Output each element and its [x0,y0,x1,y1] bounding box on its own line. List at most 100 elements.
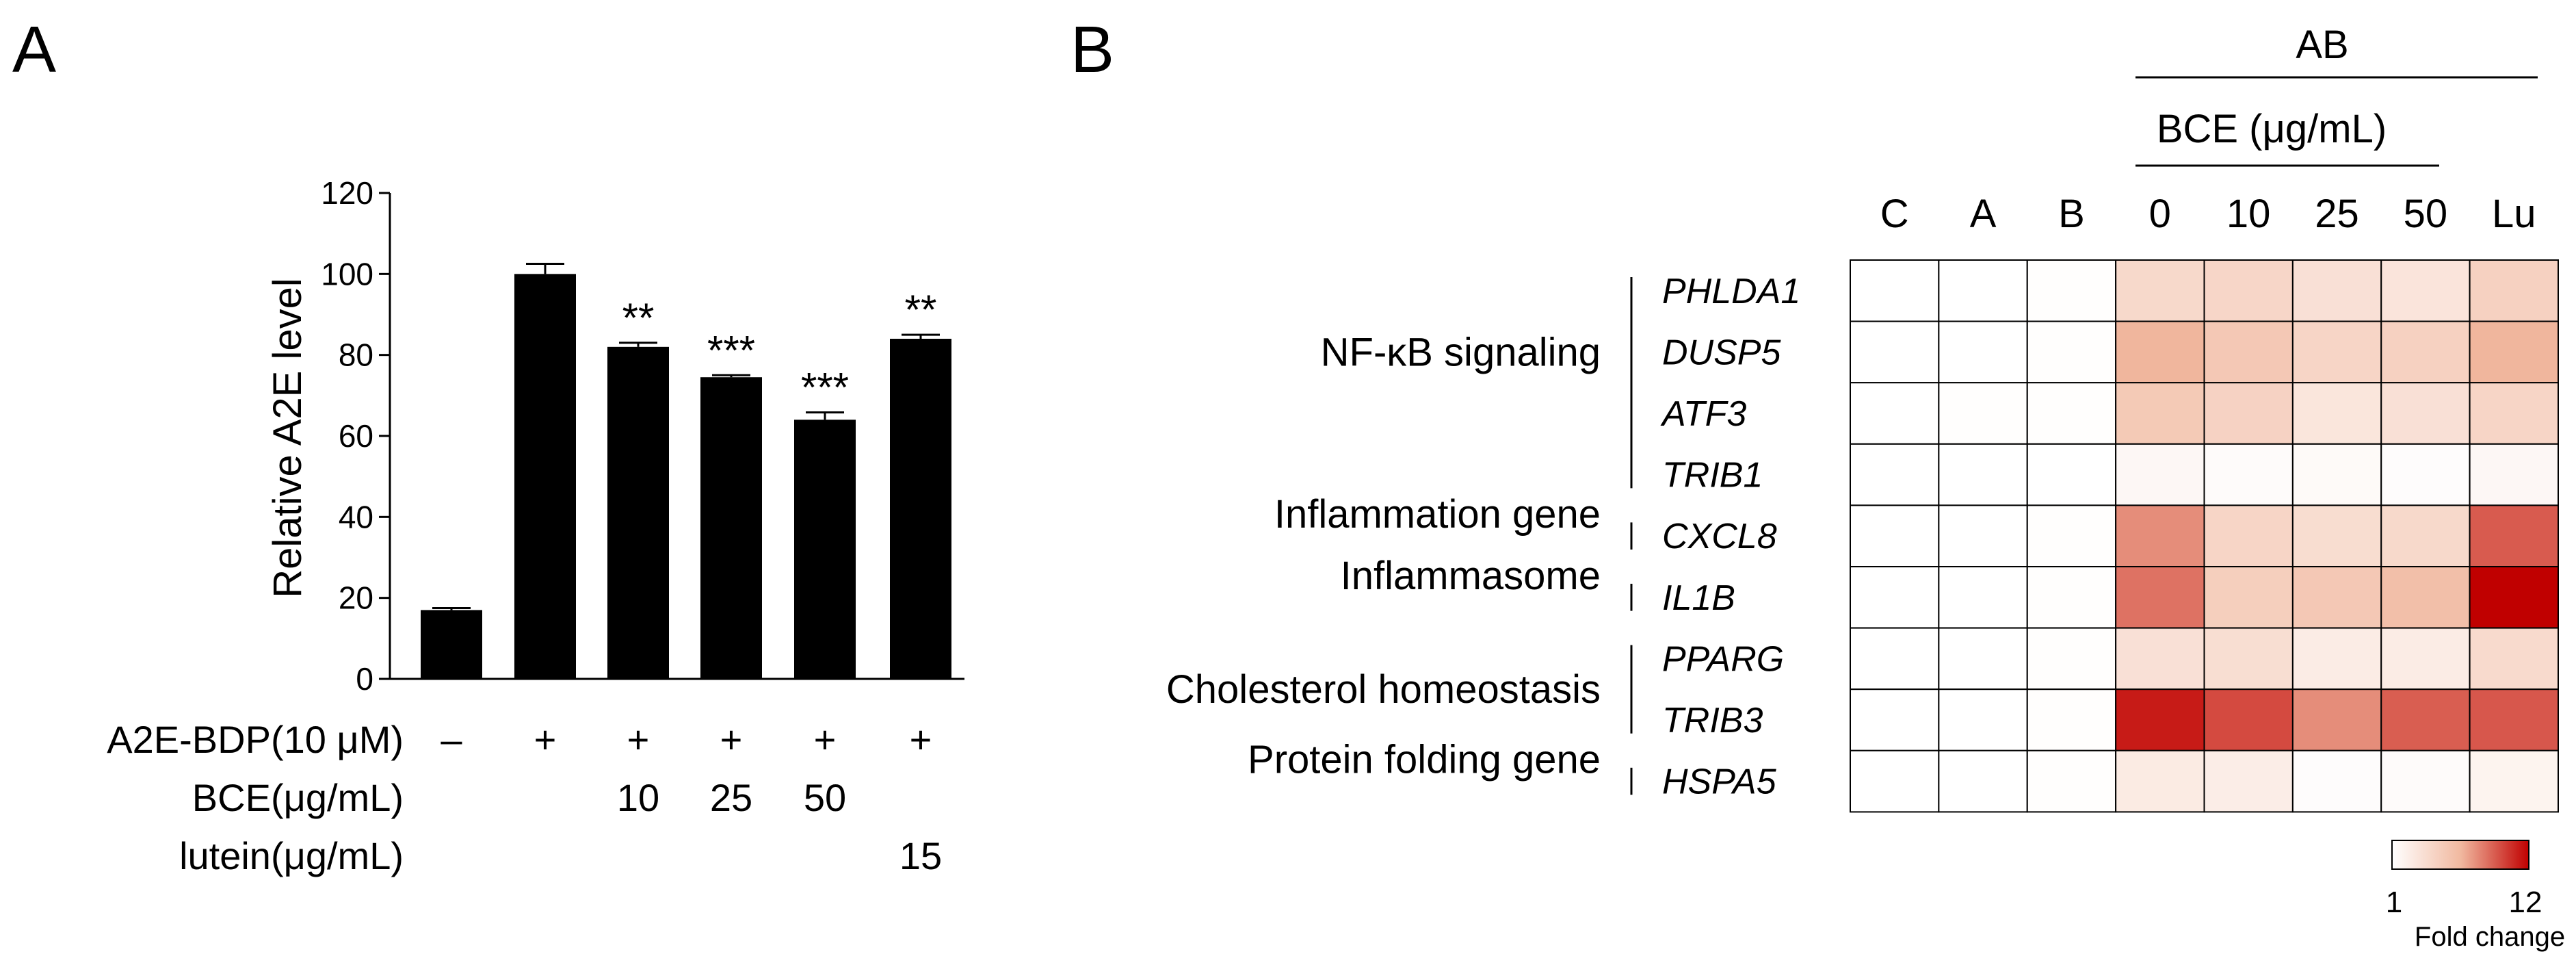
category-label: NF-κB signaling [1321,330,1601,374]
gene-label: DUSP5 [1662,333,1781,372]
colorbar-title: Fold change [2415,922,2565,952]
y-tick-label: 0 [356,661,373,697]
bar [890,339,951,679]
heatmap-cell [1938,382,2028,445]
category-label: Protein folding gene [1248,738,1601,782]
heatmap-cell [1850,320,1940,384]
heatmap-cell [2380,259,2471,322]
heatmap-cell [2026,443,2117,506]
heatmap-cell [2203,443,2294,506]
heatmap-cell [2203,320,2294,384]
heatmap-cell [2115,566,2205,629]
heatmap-cell [2469,320,2559,384]
treatment-value: 50 [804,776,846,819]
heatmap-cell [1938,627,2028,691]
gene-label: HSPA5 [1662,762,1777,802]
heatmap-cell [2380,627,2471,691]
heatmap-cell [2469,504,2559,568]
heatmap-cell [2115,382,2205,445]
heatmap-cell [2380,688,2471,751]
gene-label: PPARG [1662,639,1784,679]
column-label: 10 [2226,192,2271,236]
gene-label: IL1B [1662,578,1735,618]
group-label-bce: BCE (μg/mL) [2157,107,2387,151]
heatmap-cell [2291,504,2382,568]
panel-label-a: A [12,13,56,86]
gene-label: PHLDA1 [1662,272,1800,311]
heatmap-cell [2203,749,2294,813]
heatmap-cell [2469,749,2559,813]
heatmap-cell [2026,504,2117,568]
heatmap-cell [1850,627,1940,691]
significance-label: ** [905,287,937,333]
heatmap-cell [2291,443,2382,506]
heatmap-cell [2291,749,2382,813]
heatmap-cell [2203,627,2294,691]
heatmap-cell [1850,504,1940,568]
y-tick-label: 120 [321,175,373,211]
heatmap-cell [1938,320,2028,384]
gene-label: TRIB3 [1662,701,1763,740]
group-label-ab: AB [2296,23,2348,67]
significance-label: *** [707,327,755,373]
column-label: B [2058,192,2085,236]
heatmap-cell [2203,504,2294,568]
treatment-value: 15 [899,834,942,877]
heatmap-cell [2115,749,2205,813]
bar [607,346,669,679]
treatment-label: lutein(μg/mL) [179,834,404,877]
heatmap-cell [1850,688,1940,751]
heatmap-cell [2026,749,2117,813]
y-tick-label: 100 [321,256,373,292]
heatmap-cell [2291,382,2382,445]
colorbar-min-label: 1 [2386,886,2402,919]
bar [514,274,576,679]
heatmap-cell [1850,259,1940,322]
heatmap-cell [2469,259,2559,322]
heatmap-cell [2469,566,2559,629]
heatmap-cell [2203,259,2294,322]
heatmap-cell [2291,627,2382,691]
treatment-value: – [441,718,462,761]
category-label: Inflammation gene [1274,492,1601,537]
heatmap-cell [1850,382,1940,445]
heatmap-cell [2115,443,2205,506]
heatmap-cell [2026,688,2117,751]
y-axis-label: Relative A2E level [265,278,310,597]
heatmap-cell [1938,443,2028,506]
treatment-value: + [814,718,837,761]
heatmap-cell [1938,749,2028,813]
heatmap-cell [2026,320,2117,384]
column-label: 25 [2315,192,2359,236]
heatmap-cell [2026,259,2117,322]
heatmap-cell [2380,749,2471,813]
heatmap-cell [2026,566,2117,629]
bar [421,610,482,679]
gene-label: TRIB1 [1662,456,1763,495]
heatmap-cell [2380,382,2471,445]
significance-label: ** [622,295,655,341]
heatmap-cell [2469,382,2559,445]
treatment-value: + [910,718,932,761]
significance-label: *** [801,365,849,411]
heatmap-cell [2469,443,2559,506]
heatmap-cell [2469,688,2559,751]
heatmap-cell [2291,320,2382,384]
heatmap-cell [2115,259,2205,322]
treatment-value: + [720,718,743,761]
heatmap-cell [2026,627,2117,691]
treatment-label: BCE(μg/mL) [192,776,404,819]
heatmap-cell [1850,749,1940,813]
heatmap-cell [2203,566,2294,629]
column-label: Lu [2492,192,2536,236]
gene-label: ATF3 [1660,394,1746,434]
column-label: A [1970,192,1997,236]
heatmap-cell [1850,443,1940,506]
gene-label: CXCL8 [1662,517,1777,556]
heatmap-cell [2115,320,2205,384]
